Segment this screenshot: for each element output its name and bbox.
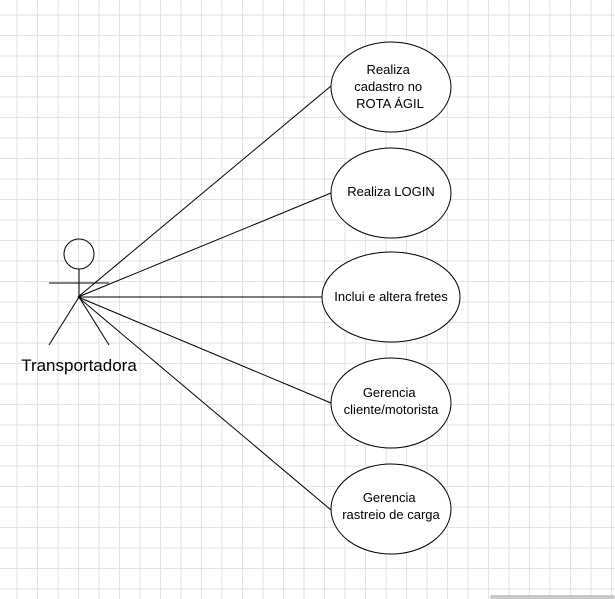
- use-case-label-line: Realiza: [367, 62, 411, 77]
- association-cadastro: [77, 85, 332, 298]
- use-case-label-line: Realiza LOGIN: [347, 184, 434, 199]
- use-case-label-line: Gerencia: [363, 385, 417, 400]
- use-case-label-line: Inclui e altera fretes: [334, 289, 448, 304]
- use-case-label-line: cliente/motorista: [344, 402, 439, 417]
- use-case-cadastro: Realiza cadastro no ROTA ÁGIL: [330, 41, 452, 133]
- use-case-label-line: rastreio de carga: [342, 507, 440, 522]
- use-case-label: Realiza cadastro no ROTA ÁGIL: [354, 62, 426, 111]
- use-case-ellipse: [321, 251, 461, 343]
- use-case-label: Inclui e altera fretes: [334, 289, 448, 304]
- actor-figure: [48, 238, 110, 346]
- use-case-ellipse: [330, 147, 452, 239]
- use-case-ellipse: [330, 357, 452, 449]
- use-case-label-line: ROTA ÁGIL: [356, 96, 424, 111]
- use-case-fretes: Inclui e altera fretes: [321, 251, 461, 343]
- use-case-label: Gerencia rastreio de carga: [342, 490, 440, 522]
- use-case-rastreio: Gerencia rastreio de carga: [330, 463, 452, 555]
- use-case-label: Gerencia cliente/motorista: [344, 385, 439, 417]
- associations: [77, 85, 332, 511]
- horizontal-scrollbar[interactable]: [490, 595, 615, 599]
- association-cliente: [77, 296, 332, 404]
- use-case-ellipse: [330, 463, 452, 555]
- use-case-label-line: Gerencia: [363, 490, 417, 505]
- use-case-label-line: cadastro no: [354, 79, 422, 94]
- association-rastreio: [77, 296, 332, 511]
- use-case-label: Realiza LOGIN: [347, 184, 434, 199]
- association-login: [77, 192, 332, 298]
- use-case-cliente: Gerencia cliente/motorista: [330, 357, 452, 449]
- actor-right-leg: [78, 296, 110, 346]
- use-case-login: Realiza LOGIN: [330, 147, 452, 239]
- actor-head: [63, 238, 95, 270]
- use-case-ellipse: [330, 41, 452, 133]
- actor-left-leg: [48, 296, 80, 346]
- actor-label: Transportadora: [21, 356, 137, 375]
